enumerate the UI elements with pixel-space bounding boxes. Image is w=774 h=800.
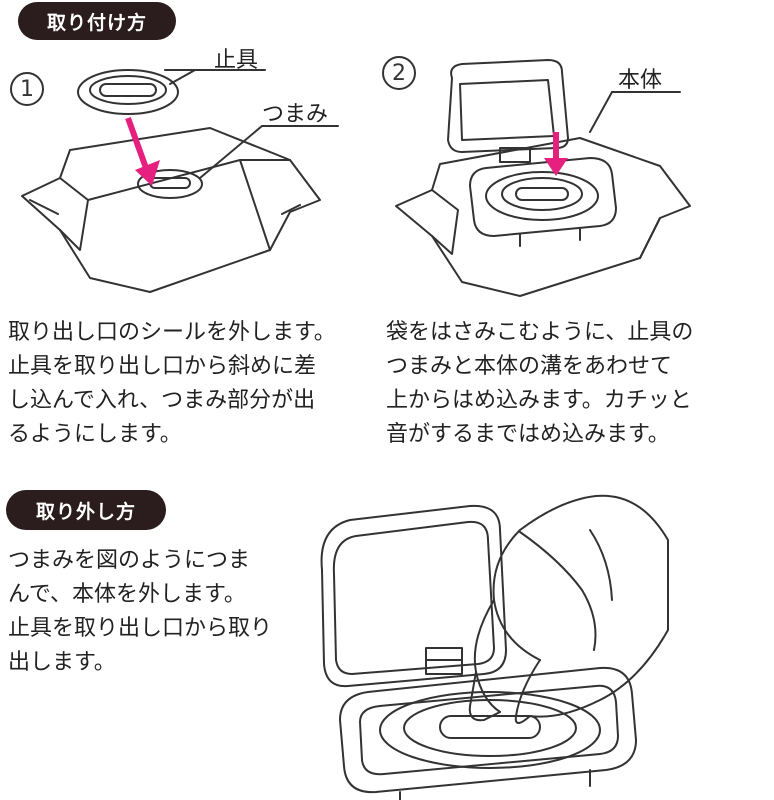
insert-arrow-icon (125, 116, 160, 186)
install-heading: 取り付け方 (18, 2, 176, 40)
step-2-line: 袋をはさみこむように、止具の (386, 320, 694, 345)
press-arrow-icon (544, 132, 568, 176)
removal-line: 出します。 (8, 650, 116, 675)
step-1-illustration (21, 69, 339, 293)
removal-heading: 取り外し方 (6, 490, 166, 530)
step-1-line: 止具を取り出し口から斜めに差 (8, 354, 317, 379)
knob-label: つまみ (262, 102, 329, 127)
step-1-line: 取り出し口のシールを外します。 (8, 320, 336, 345)
removal-line: 止具を取り出し口から取り (8, 616, 273, 641)
step-2-illustration (395, 59, 691, 297)
step-2-line: 上からはめ込みます。カチッと (386, 388, 692, 413)
removal-line: つまみを図のようにつま (8, 548, 251, 573)
step-1-line: し込んで入れ、つまみ部分が出 (8, 388, 316, 413)
body-label: 本体 (618, 68, 663, 93)
step-2-line: つまみと本体の溝をあわせて (386, 354, 673, 379)
stopper-label: 止具 (214, 48, 259, 73)
step-1-line: るようにします。 (8, 422, 182, 447)
step-1-text: 取り出し口のシールを外します。 止具を取り出し口から斜めに差 し込んで入れ、つま… (8, 316, 336, 452)
removal-line: んで、本体を外します。 (8, 582, 246, 607)
removal-text: つまみを図のようにつま んで、本体を外します。 止具を取り出し口から取り 出しま… (8, 544, 272, 680)
step-2-text: 袋をはさみこむように、止具の つまみと本体の溝をあわせて 上からはめ込みます。カ… (386, 316, 693, 452)
step-1-number: 1 (10, 72, 44, 106)
step-2-number: 2 (382, 56, 416, 90)
step-2-line: 音がするまではめ込みます。 (386, 422, 670, 447)
